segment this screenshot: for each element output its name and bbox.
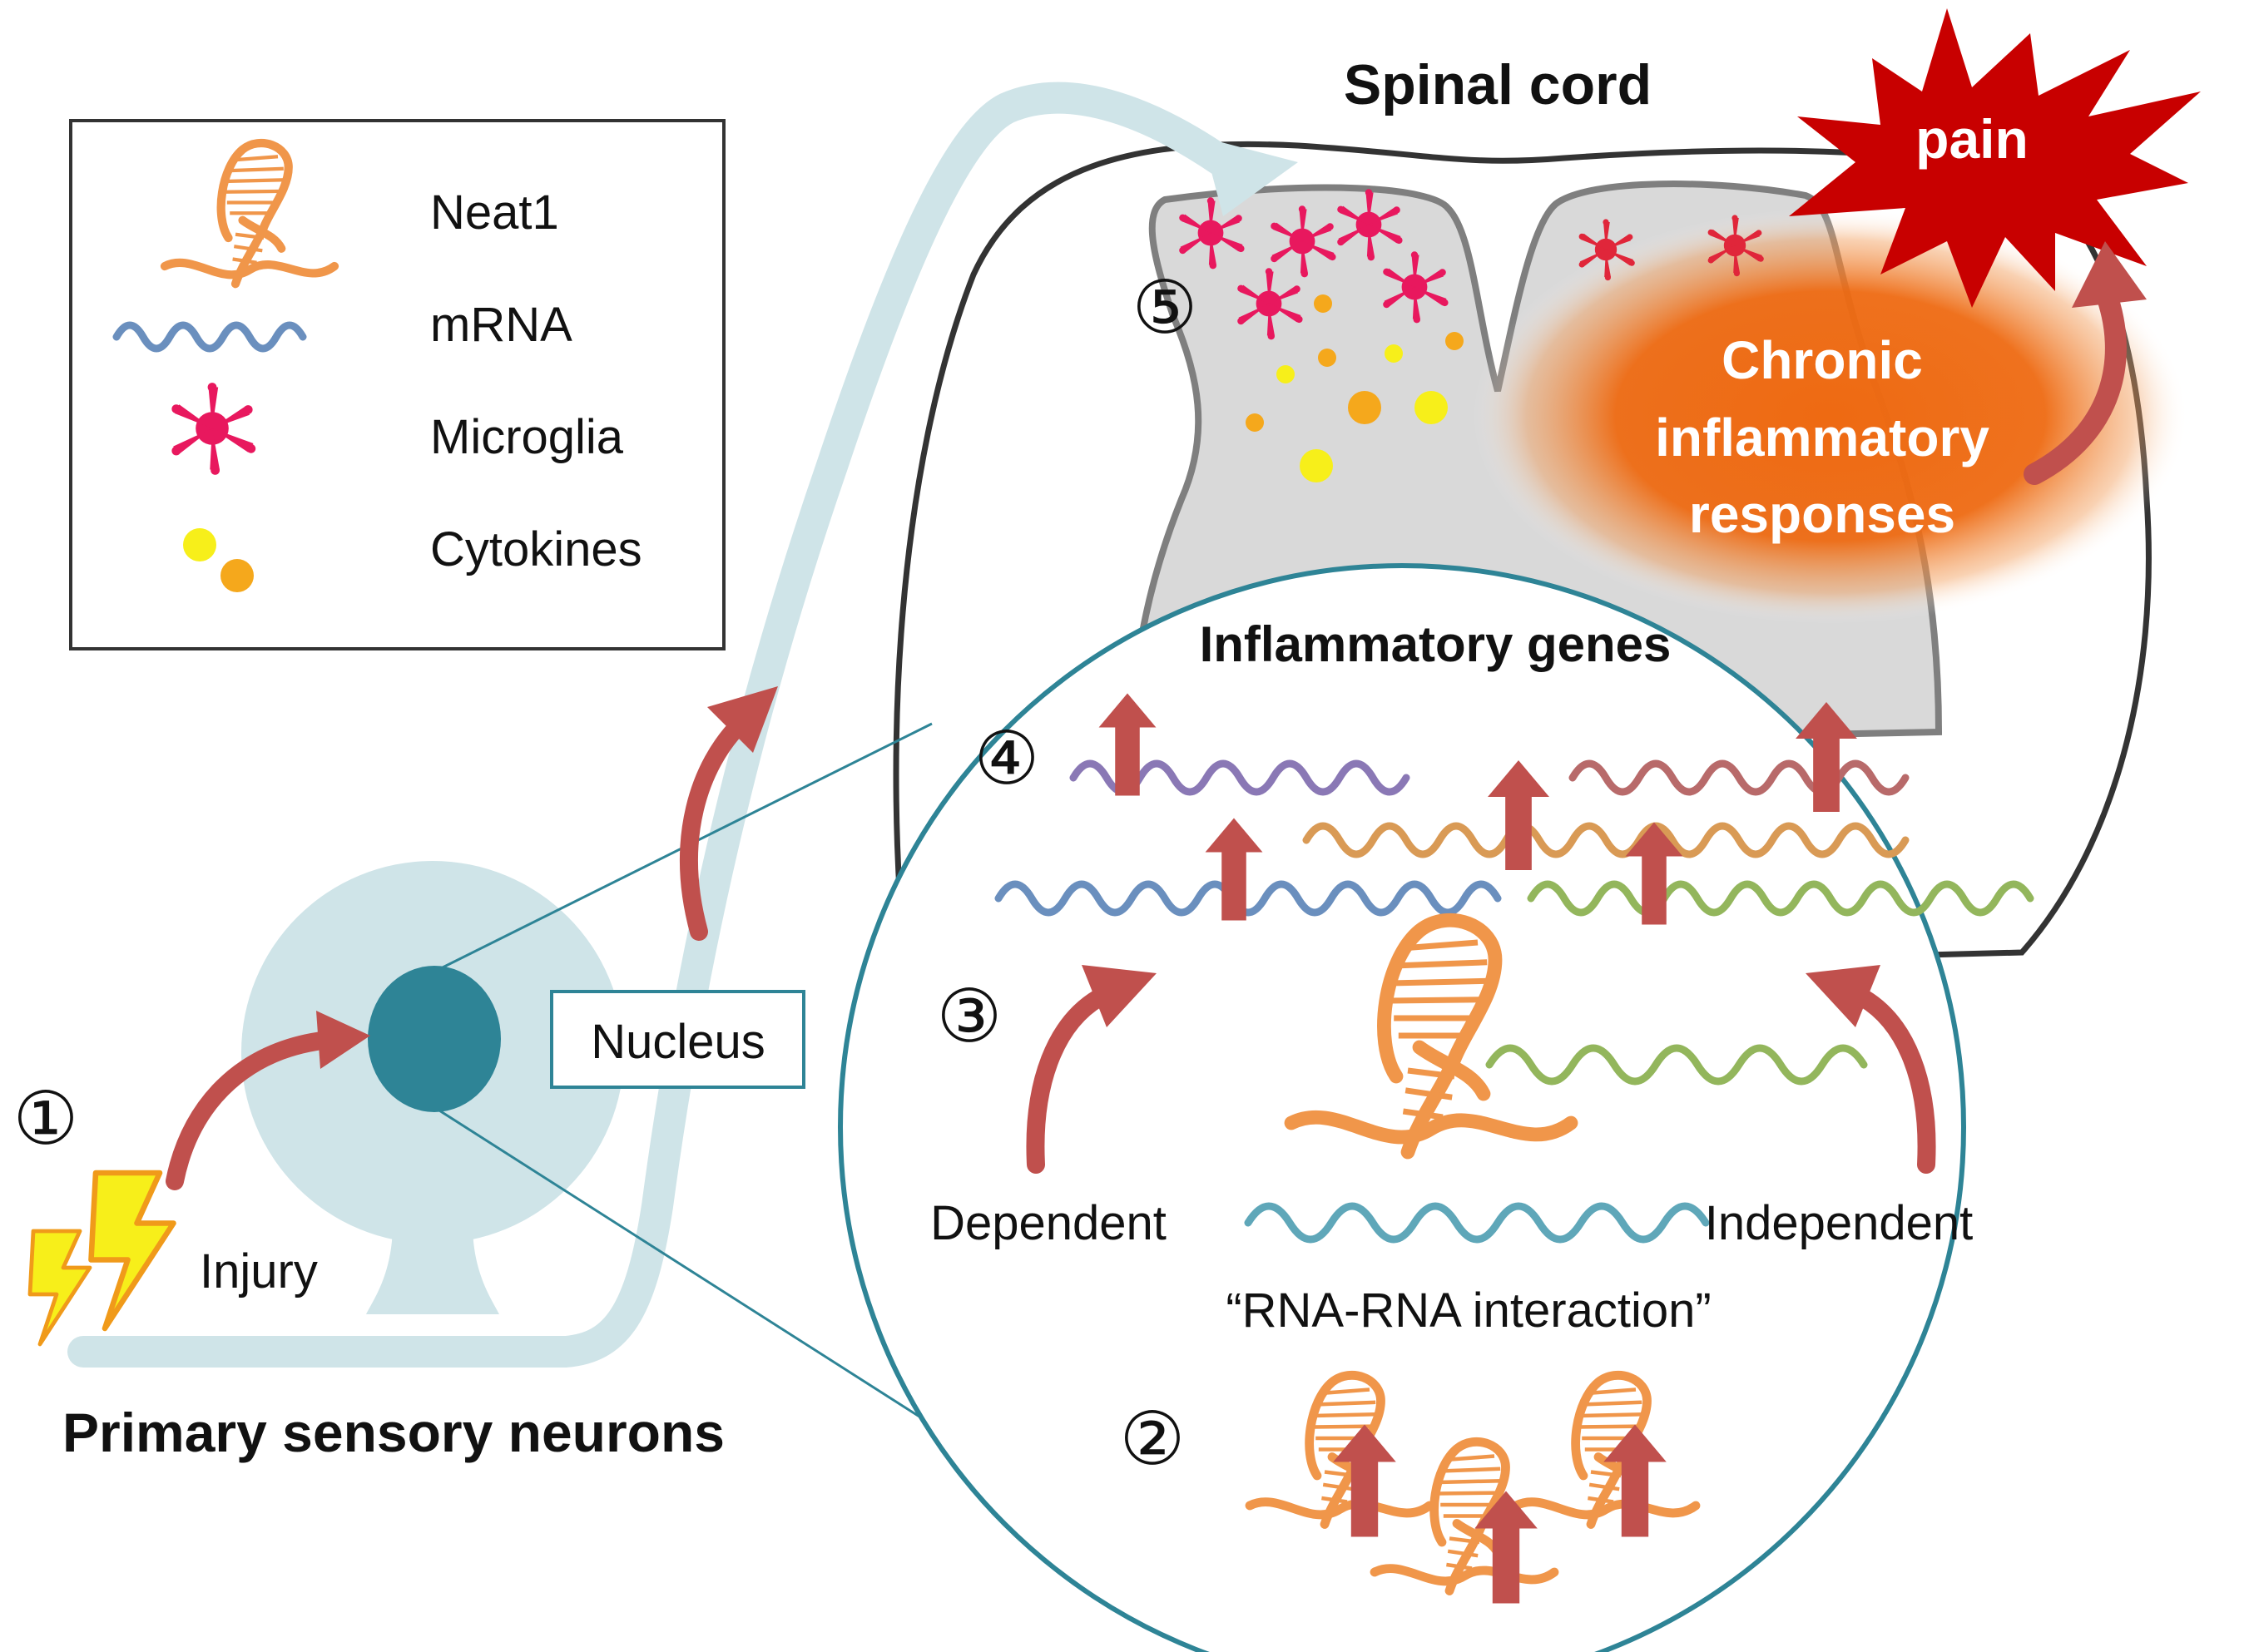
inflammatory-genes-title: Inflammatory genes	[1200, 616, 1672, 672]
cytokine-icon	[1314, 294, 1332, 313]
mrna-wave-icon	[1244, 1202, 1710, 1244]
pain-label: pain	[1915, 108, 2029, 170]
pain-arrow	[2024, 241, 2147, 485]
dependent-label: Dependent	[930, 1196, 1167, 1250]
curved-arrow-icon	[1855, 989, 1936, 1174]
step-3-marker: ③	[937, 975, 1003, 1057]
independent-arrow	[1806, 965, 1936, 1174]
pain-burst: pain	[1789, 8, 2201, 308]
zoom-line-bottom	[438, 1109, 1008, 1474]
chronic-line-2: inflammatory	[1655, 408, 1989, 467]
legend-mrna: mRNA	[430, 298, 572, 352]
legend: Neat1 mRNA Microglia Cytokines	[69, 119, 726, 650]
neuron-stem	[366, 1198, 499, 1314]
axon-arrow	[680, 686, 778, 941]
nucleus	[368, 966, 501, 1112]
mrna-wave-icon	[1568, 759, 1910, 796]
spinal-cord-title: Spinal cord	[1344, 53, 1652, 116]
lightning-icon	[92, 1173, 174, 1328]
axon-terminal	[1202, 137, 1298, 216]
injury-arrow	[166, 1011, 370, 1190]
lightning-icon	[30, 1231, 90, 1344]
step-1-marker: ①	[13, 1077, 79, 1160]
cytokine-icon	[1385, 344, 1403, 363]
step-4-marker: ④	[974, 717, 1040, 799]
neuron	[67, 82, 1298, 1368]
mrna-wave-icon	[1527, 880, 2034, 917]
pain-burst-icon	[1789, 8, 2201, 308]
interaction-label: “RNA-RNA interaction”	[1226, 1284, 1711, 1338]
injury-bolts	[30, 1173, 174, 1344]
legend-cytokines: Cytokines	[430, 522, 642, 576]
legend-box	[69, 119, 726, 650]
cytokine-icon	[183, 528, 216, 561]
chronic-line-3: responses	[1689, 484, 1955, 544]
dependent-arrow	[1026, 965, 1157, 1174]
zoom-circle	[838, 563, 1966, 1652]
step-5-marker: ⑤	[1132, 266, 1198, 349]
primary-neurons-title: Primary sensory neurons	[62, 1402, 725, 1463]
cytokine-icon	[1276, 365, 1295, 383]
curved-arrow-icon	[680, 715, 750, 941]
nucleus-label: Nucleus	[591, 1015, 765, 1069]
cytokines	[1246, 294, 1464, 482]
cytokine-icon	[1246, 413, 1264, 432]
mrna-wave-icon	[994, 880, 1502, 917]
curved-arrow-icon	[166, 1031, 338, 1190]
chronic-label: Chronic inflammatory responses	[1655, 330, 1989, 544]
cytokine-icon	[1318, 349, 1336, 367]
step-2-marker: ②	[1120, 1397, 1186, 1480]
cytokine-icon	[1414, 391, 1448, 424]
cytokine-icon	[220, 559, 254, 592]
nucleus-label-box	[550, 990, 805, 1089]
curved-arrow-icon	[2024, 280, 2127, 485]
injury-label: Injury	[200, 1244, 318, 1298]
chronic-line-1: Chronic	[1722, 330, 1923, 390]
cytokine-icon	[1445, 332, 1464, 350]
mrna-wave-icon	[112, 321, 307, 353]
axon	[67, 82, 1239, 1368]
independent-label: Independent	[1705, 1196, 1974, 1250]
legend-microglia: Microglia	[430, 410, 624, 464]
inflammation-glow	[1473, 208, 2188, 624]
curved-arrow-icon	[1026, 989, 1107, 1174]
cytokine-icon	[1348, 391, 1381, 424]
mrna-wave-icon	[1302, 822, 1910, 858]
mrna-wave-icon	[1485, 1044, 1868, 1086]
legend-neat1: Neat1	[430, 185, 559, 240]
cytokine-icon	[1300, 449, 1333, 482]
